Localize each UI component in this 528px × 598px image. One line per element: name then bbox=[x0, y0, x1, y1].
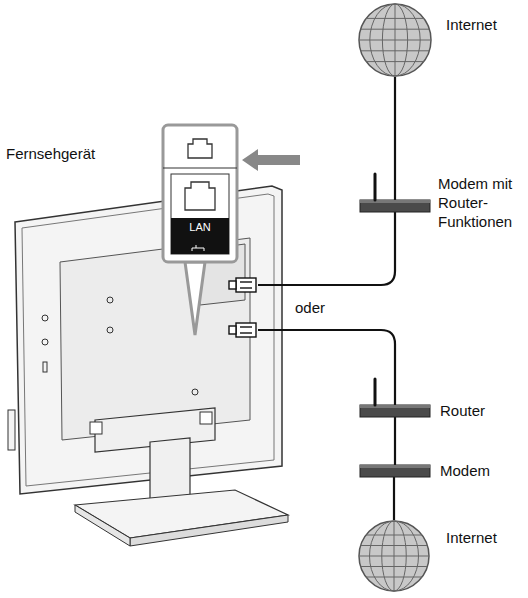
node-label: Modem mit Router-Funktionen bbox=[438, 174, 512, 231]
globe-icon bbox=[358, 520, 430, 592]
network-device: Modem mit Router-Funktionen bbox=[360, 200, 430, 212]
internet-globe: Internet bbox=[358, 520, 430, 592]
network-cable bbox=[394, 77, 396, 200]
device-icon bbox=[360, 405, 430, 417]
node-label: Internet bbox=[446, 15, 497, 34]
network-device: Router bbox=[360, 405, 430, 417]
network-device: Modem bbox=[360, 465, 430, 477]
network-cable bbox=[394, 417, 396, 465]
network-cable bbox=[393, 477, 395, 520]
tv-set: Fernsehgerät bbox=[10, 130, 258, 555]
node-label: Router bbox=[440, 401, 485, 420]
internet-globe: Internet bbox=[358, 3, 432, 77]
node-label: Modem bbox=[440, 461, 490, 480]
network-cable bbox=[258, 212, 395, 285]
globe-icon bbox=[358, 3, 432, 77]
node-label: Fernsehgerät bbox=[6, 144, 95, 163]
network-cable bbox=[258, 330, 395, 405]
port-label: LAN bbox=[171, 221, 229, 234]
node-label: Internet bbox=[446, 528, 497, 547]
device-icon bbox=[360, 465, 430, 477]
device-icon bbox=[360, 200, 430, 212]
or-label: oder bbox=[292, 299, 328, 317]
